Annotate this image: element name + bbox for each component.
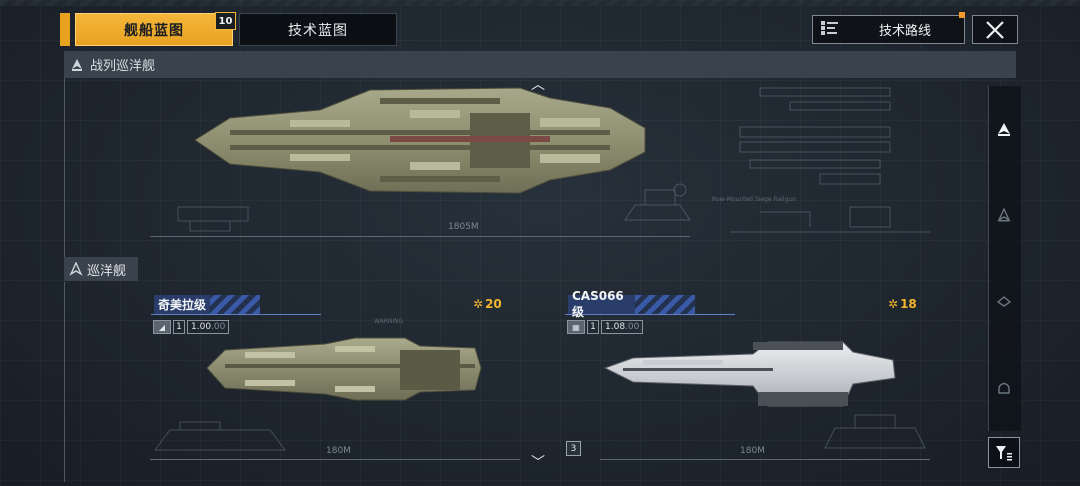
length-label: 1805M (448, 222, 479, 232)
notification-dot (959, 12, 965, 18)
blueprint-hull (177, 206, 249, 232)
blueprint-turret (624, 183, 691, 221)
top-stripe (0, 0, 1080, 6)
title-stripe-block (200, 295, 260, 314)
tab-marker (60, 13, 70, 46)
length-label: 180M (740, 446, 765, 456)
section-header-cruiser: 巡洋舰 (64, 257, 138, 281)
title-stripe (635, 295, 695, 314)
ship-card-2-cost: ✲ 18 (888, 297, 917, 311)
filter-button[interactable] (988, 437, 1020, 468)
ship-card-1-value-faded: .00 (211, 322, 226, 332)
blueprint-warning: WARNING (374, 318, 404, 325)
tab-ship-blueprint[interactable]: 舰船蓝图 (75, 13, 233, 46)
length-scale (150, 236, 690, 237)
blueprint-schematic (730, 87, 930, 233)
frigate-icon[interactable] (997, 294, 1011, 308)
blueprint-caption: Row-Mounted Siege Railgun (712, 196, 796, 203)
ship-card-2-title[interactable]: CAS066级 (565, 289, 635, 319)
card-underline (565, 314, 735, 315)
ship-card-1-name: 奇美拉级 (154, 295, 211, 314)
tab-ship-blueprint-label: 舰船蓝图 (124, 22, 184, 39)
ship-card-1-value: 1.00.00 (187, 320, 230, 334)
ship-card-2-level: 1 (587, 320, 599, 334)
ship-card-1-level: 1 (173, 320, 185, 334)
blueprint-hull (154, 421, 286, 451)
cost-gear-icon: ✲ (888, 297, 899, 311)
page-badge: 3 (566, 441, 581, 456)
ship-card-2-image[interactable] (603, 336, 898, 421)
ship-card-2-meta: ▦ 1 1.08.00 (567, 320, 644, 334)
filter-icon (996, 445, 1012, 460)
length-scale (600, 459, 930, 460)
cruiser-class-icon (69, 262, 83, 276)
cost-gear-icon: ✲ (473, 297, 484, 311)
ship-card-1-cost-value: 20 (485, 297, 502, 311)
close-button[interactable] (972, 15, 1018, 44)
section-header-battlecruiser: 战列巡洋舰 (64, 51, 1016, 78)
ship-card-1-meta: ◢ 1 1.00.00 (153, 320, 230, 334)
card-underline (151, 314, 321, 315)
ship-type-icon: ▦ (567, 320, 585, 334)
frame-line (64, 78, 65, 258)
section-title-battlecruiser: 战列巡洋舰 (90, 59, 156, 74)
section-title-cruiser: 巡洋舰 (87, 263, 127, 279)
featured-ship-image[interactable] (190, 78, 650, 203)
ship-card-1-value-text: 1.00 (191, 322, 212, 332)
title-stripe-block (635, 295, 695, 314)
ship-card-2-value-text: 1.08 (605, 322, 626, 332)
close-icon (986, 20, 1004, 39)
tree-list-icon (821, 21, 843, 38)
ship-card-2-name: CAS066级 (568, 289, 635, 319)
battlecruiser-class-icon (72, 58, 82, 71)
battlecruiser-icon[interactable] (997, 122, 1011, 136)
tab-tech-blueprint-label: 技术蓝图 (288, 22, 348, 39)
destroyer-icon[interactable] (997, 208, 1011, 222)
tab-tech-blueprint[interactable]: 技术蓝图 (239, 13, 397, 46)
tech-route-button[interactable]: 技术路线 (812, 12, 965, 44)
carrier-icon[interactable] (997, 380, 1011, 394)
ship-card-1-cost: ✲ 20 (473, 297, 502, 311)
scroll-down-indicator[interactable]: ﹀ (531, 455, 545, 471)
length-label: 180M (326, 446, 351, 456)
title-stripe (200, 295, 260, 314)
scroll-up-indicator[interactable]: ︿ (531, 77, 545, 93)
ship-card-2-value: 1.08.00 (601, 320, 644, 334)
frame-line (64, 282, 65, 482)
tech-route-label: 技术路线 (879, 24, 932, 39)
length-scale (150, 459, 520, 460)
ship-card-2-value-faded: .00 (625, 322, 640, 332)
ship-card-2-cost-value: 18 (900, 297, 917, 311)
ship-card-1-image[interactable] (205, 328, 485, 410)
tab-badge: 10 (215, 12, 236, 30)
category-rail (988, 86, 1021, 431)
ship-type-icon: ◢ (153, 320, 171, 334)
blueprint-hull (824, 414, 926, 449)
